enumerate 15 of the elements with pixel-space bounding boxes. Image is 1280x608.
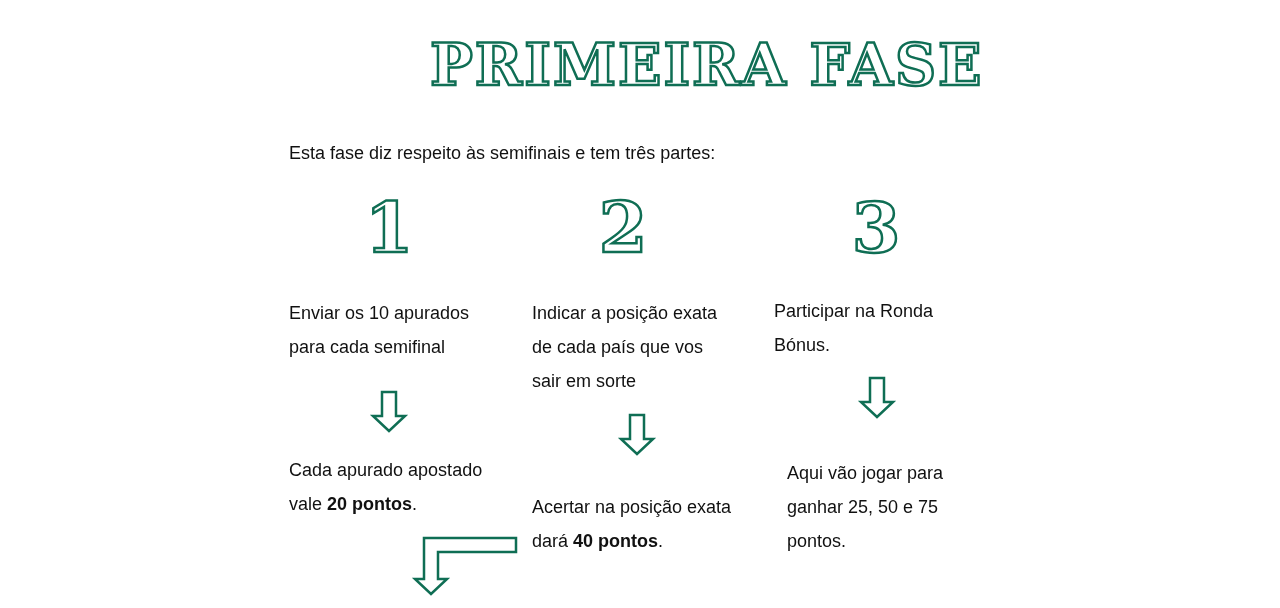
block-arrow (617, 413, 657, 456)
block-arrow (857, 376, 897, 419)
step-text: Cada apurado apostado vale 20 pontos. (289, 459, 484, 516)
step-number: 1 (363, 190, 415, 266)
block-arrow (369, 390, 409, 433)
step-text: Acertar na posição exata dará 40 pontos. (532, 496, 733, 553)
step-text: Participar na Ronda Bónus. (774, 300, 935, 357)
step-text: Aqui vão jogar para ganhar 25, 50 e 75 pontos. (787, 462, 945, 553)
intro-text: Esta fase diz respeito às semifinais e tem três partes: (289, 142, 716, 164)
step-number: 2 (597, 190, 649, 266)
step-text: Indicar a posição exata de cada país que vos sair em sorte (532, 302, 719, 393)
step-text: Enviar os 10 apurados para cada semifinal (289, 302, 471, 359)
title: PRIMEIRA FASE (430, 30, 984, 100)
block-arrow (411, 536, 518, 596)
step-number: 3 (850, 190, 902, 266)
